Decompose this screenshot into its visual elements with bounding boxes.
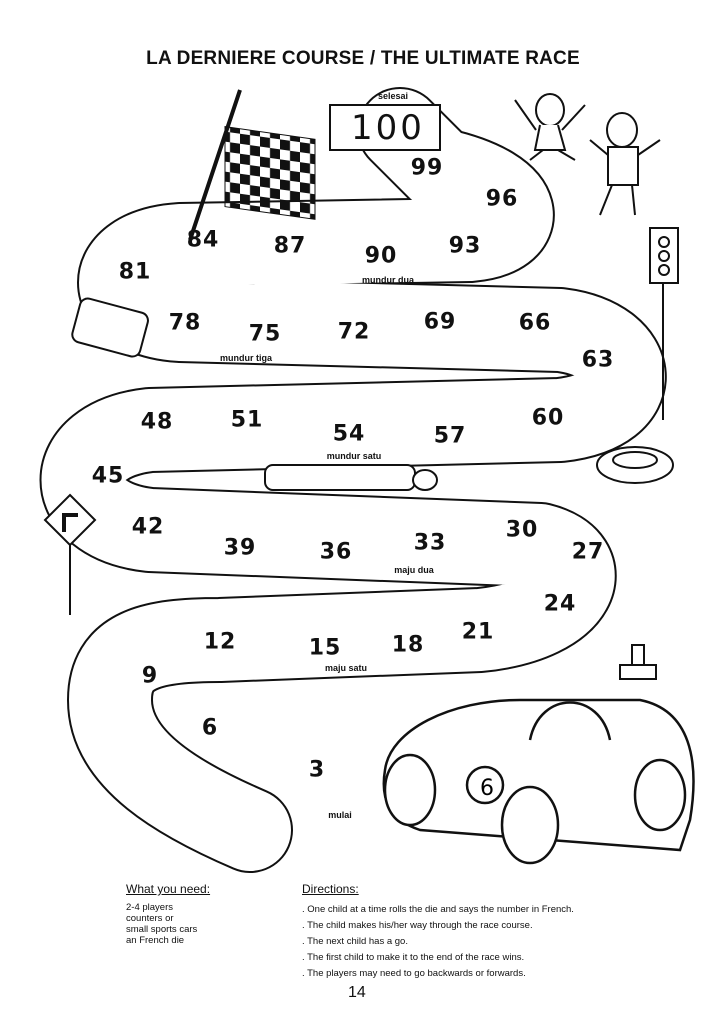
track-square-number: 12 — [203, 629, 237, 655]
direction-item: . One child at a time rolls the die and … — [302, 904, 574, 915]
track-square-number: 42 — [131, 514, 165, 540]
jack-icon — [619, 644, 657, 680]
cheering-girl-icon — [514, 93, 586, 161]
track-square-number: 6 — [201, 715, 219, 741]
traffic-light-icon — [649, 227, 679, 420]
race-track — [39, 87, 667, 873]
need-item: small sports cars — [126, 924, 198, 935]
need-item: counters or — [126, 913, 174, 924]
directions-heading: Directions: — [302, 882, 359, 896]
track-square-number: 45 — [91, 463, 125, 489]
track-square-number: 75 — [248, 321, 282, 347]
label-back-three: mundur tiga — [220, 353, 272, 363]
track-square-number: 90 — [364, 243, 398, 269]
track-square-number: 99 — [410, 155, 444, 181]
track-square-number: 9 — [141, 663, 159, 689]
finish-box — [329, 104, 441, 151]
label-forward-two: maju dua — [394, 565, 434, 575]
label-forward-one: maju satu — [324, 663, 368, 673]
what-you-need-section: What you need: 2-4 players counters or s… — [126, 882, 210, 946]
page-number: 14 — [348, 984, 366, 1001]
label-start: mulai — [328, 810, 352, 820]
cheering-boy-icon — [589, 112, 661, 216]
directions-section: Directions: . One child at a time rolls … — [302, 882, 574, 982]
track-square-number: 57 — [433, 423, 467, 449]
direction-item: . The next child has a go. — [302, 936, 408, 947]
track-square-number: 84 — [186, 227, 220, 253]
track-square-number: 51 — [230, 407, 264, 433]
checkered-flag-icon — [188, 89, 316, 241]
what-you-need-heading: What you need: — [126, 882, 211, 896]
track-square-number: 3 — [308, 757, 326, 783]
car-number: 6 — [480, 776, 494, 801]
race-car-icon — [382, 698, 695, 865]
track-square-number: 39 — [223, 535, 257, 561]
track-square-number: 69 — [423, 309, 457, 335]
track-square-number: 36 — [319, 539, 353, 565]
track-square-number: 30 — [505, 517, 539, 543]
lying-man-icon — [264, 464, 438, 491]
label-back-two: mundur dua — [362, 275, 414, 285]
track-square-number: 27 — [571, 539, 605, 565]
need-item: an French die — [126, 935, 185, 946]
track-square-number: 72 — [337, 319, 371, 345]
track-square-number: 15 — [308, 635, 342, 661]
track-square-number: 48 — [140, 409, 174, 435]
track-square-number: 33 — [413, 530, 447, 556]
direction-item: . The child makes his/her way through th… — [302, 920, 533, 931]
track-square-number: 54 — [332, 421, 366, 447]
track-square-number: 93 — [448, 233, 482, 259]
wrecked-car-icon — [71, 297, 149, 358]
direction-item: . The first child to make it to the end … — [302, 952, 525, 963]
track-square-number: 60 — [531, 405, 565, 431]
need-item: 2-4 players — [126, 902, 173, 913]
track-square-number: 96 — [485, 186, 519, 212]
label-finish: selesai — [377, 91, 409, 101]
track-square-number: 78 — [168, 310, 202, 336]
track-square-number: 24 — [543, 591, 577, 617]
track-square-number: 18 — [391, 632, 425, 658]
finish-number: 100 — [351, 108, 425, 148]
tyre-icon — [596, 446, 674, 484]
track-square-number: 81 — [118, 259, 152, 285]
direction-item: . The players may need to go backwards o… — [302, 968, 526, 979]
turn-right-sign-icon — [43, 493, 97, 615]
label-back-one: mundur satu — [326, 451, 382, 461]
track-square-number: 63 — [581, 347, 615, 373]
page-title: LA DERNIERE COURSE / THE ULTIMATE RACE — [146, 48, 580, 69]
track-square-number: 66 — [518, 310, 552, 336]
track-square-number: 21 — [461, 619, 495, 645]
track-square-number: 87 — [273, 233, 307, 259]
